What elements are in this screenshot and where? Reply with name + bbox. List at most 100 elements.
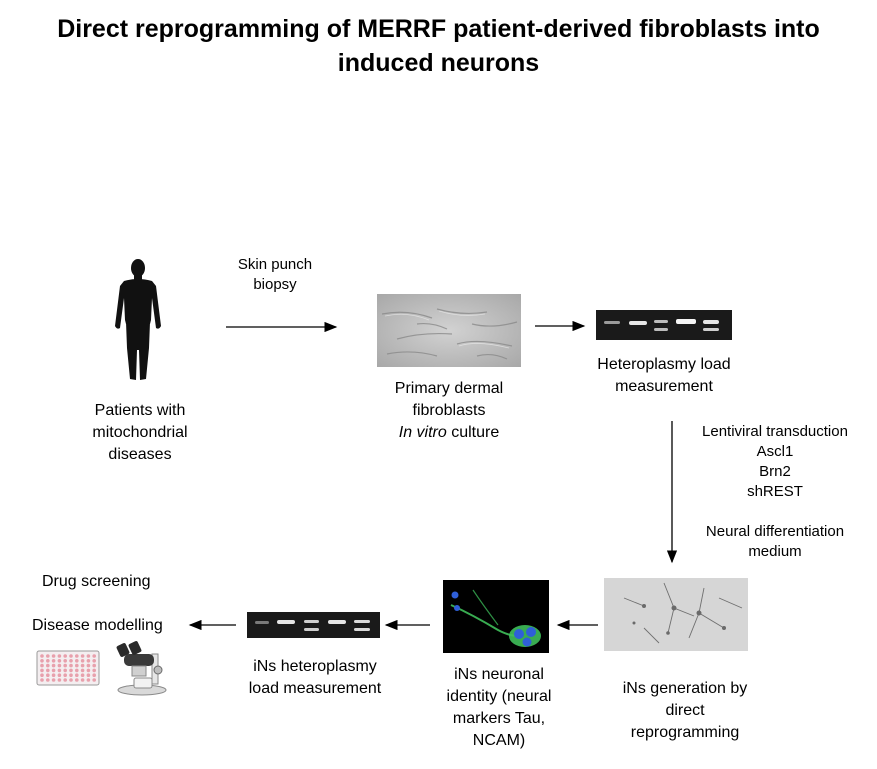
medium-label: Neural differentiation medium	[680, 522, 870, 562]
biopsy-label: Skin punch biopsy	[215, 255, 335, 295]
heteroplasmy-label: Heteroplasmy load measurement	[578, 354, 750, 398]
plate-well	[51, 673, 56, 677]
plate-well	[75, 659, 79, 663]
plate-well	[75, 673, 79, 677]
disease-modelling-label: Disease modelling	[32, 617, 163, 634]
plate-well	[86, 654, 91, 658]
plate-well	[63, 659, 67, 663]
plate-well	[57, 673, 62, 677]
plate-well	[86, 673, 91, 677]
culture-text: culture	[446, 424, 500, 441]
plate-well	[46, 654, 50, 658]
fluorescence-micrograph	[443, 580, 549, 653]
ins-heteroplasmy-line2: load measurement	[248, 680, 382, 697]
plate-well	[86, 663, 91, 668]
plate-well	[80, 678, 85, 682]
patients-label: Patients with mitochondrial diseases	[70, 400, 210, 466]
plate-well	[92, 673, 96, 677]
plate-well	[69, 668, 73, 673]
transduction-line1: Lentiviral transduction	[702, 423, 848, 440]
plate-well	[57, 678, 62, 682]
page-title: Direct reprogramming of MERRF patient-de…	[57, 15, 820, 77]
plate-well	[75, 678, 79, 682]
plate-well	[40, 659, 44, 663]
ins-identity-line4: NCAM)	[472, 732, 526, 749]
plate-well	[69, 678, 73, 682]
ins-generation-line2: direct	[665, 702, 705, 719]
biopsy-line2: biopsy	[253, 276, 297, 293]
plate-well	[75, 668, 79, 673]
plate-well	[40, 678, 44, 682]
ins-identity-line1: iNs neuronal	[454, 666, 544, 683]
plate-well	[92, 654, 96, 658]
plate-well	[51, 654, 56, 658]
plate-well	[80, 659, 85, 663]
plate-well	[63, 673, 67, 677]
ins-identity-line2: identity (neural	[446, 688, 552, 705]
heteroplasmy-line1: Heteroplasmy load	[597, 356, 731, 373]
fibroblasts-label: Primary dermal fibroblasts In vitro cult…	[374, 378, 524, 444]
fibroblasts-line1: Primary dermal	[394, 380, 504, 397]
plate-well	[92, 659, 96, 663]
plate-well	[69, 663, 73, 668]
plate-well	[46, 668, 50, 673]
human-silhouette-icon	[115, 259, 161, 380]
microscope-icon	[116, 641, 167, 696]
plate-well	[86, 659, 91, 663]
biopsy-line1: Skin punch	[237, 256, 313, 273]
plate-well	[57, 668, 62, 673]
plate-well	[46, 678, 50, 682]
plate-well	[40, 673, 44, 677]
plate-well	[92, 668, 96, 673]
plate-well	[86, 668, 91, 673]
in-vitro-text: In vitro	[398, 424, 447, 441]
well-plate-icon	[36, 650, 100, 686]
transduction-line4: shREST	[747, 483, 803, 500]
plate-well	[69, 673, 73, 677]
plate-well	[86, 678, 91, 682]
transduction-line2: Ascl1	[756, 443, 794, 460]
plate-well	[40, 668, 44, 673]
plate-well	[40, 654, 44, 658]
plate-well	[80, 654, 85, 658]
plate-well	[57, 654, 62, 658]
plate-well	[46, 663, 50, 668]
heteroplasmy-line2: measurement	[615, 378, 713, 395]
medium-line1: Neural differentiation	[705, 523, 845, 540]
plate-well	[57, 663, 62, 668]
plate-well	[63, 654, 67, 658]
patients-line1: Patients with	[94, 402, 186, 419]
ins-micrograph	[604, 578, 748, 651]
ins-generation-label: iNs generation by direct reprogramming	[600, 678, 770, 744]
gel-image-fibroblasts	[596, 310, 732, 340]
plate-well	[40, 663, 44, 668]
plate-well	[75, 663, 79, 668]
medium-line2: medium	[748, 543, 802, 560]
patients-line2: mitochondrial	[92, 424, 188, 441]
transduction-label: Lentiviral transduction Ascl1 Brn2 shRES…	[680, 422, 870, 502]
ins-generation-line1: iNs generation by	[622, 680, 748, 697]
plate-well	[69, 654, 73, 658]
plate-well	[57, 659, 62, 663]
drug-screening-label: Drug screening	[42, 573, 151, 590]
fibroblasts-line2: fibroblasts	[412, 402, 486, 419]
plate-well	[92, 663, 96, 668]
plate-well	[80, 663, 85, 668]
plate-well	[51, 668, 56, 673]
plate-well	[51, 663, 56, 668]
plate-well	[80, 668, 85, 673]
plate-well	[80, 673, 85, 677]
plate-well	[92, 678, 96, 682]
plate-well	[51, 659, 56, 663]
fibroblasts-line3: In vitro culture	[374, 422, 524, 444]
plate-well	[63, 663, 67, 668]
ins-heteroplasmy-label: iNs heteroplasmy load measurement	[230, 656, 400, 700]
plate-well	[63, 668, 67, 673]
plate-well	[75, 654, 79, 658]
ins-generation-line3: reprogramming	[630, 724, 740, 741]
transduction-line3: Brn2	[759, 463, 791, 480]
plate-well	[63, 678, 67, 682]
plate-well	[46, 659, 50, 663]
gel-image-ins	[247, 612, 380, 638]
